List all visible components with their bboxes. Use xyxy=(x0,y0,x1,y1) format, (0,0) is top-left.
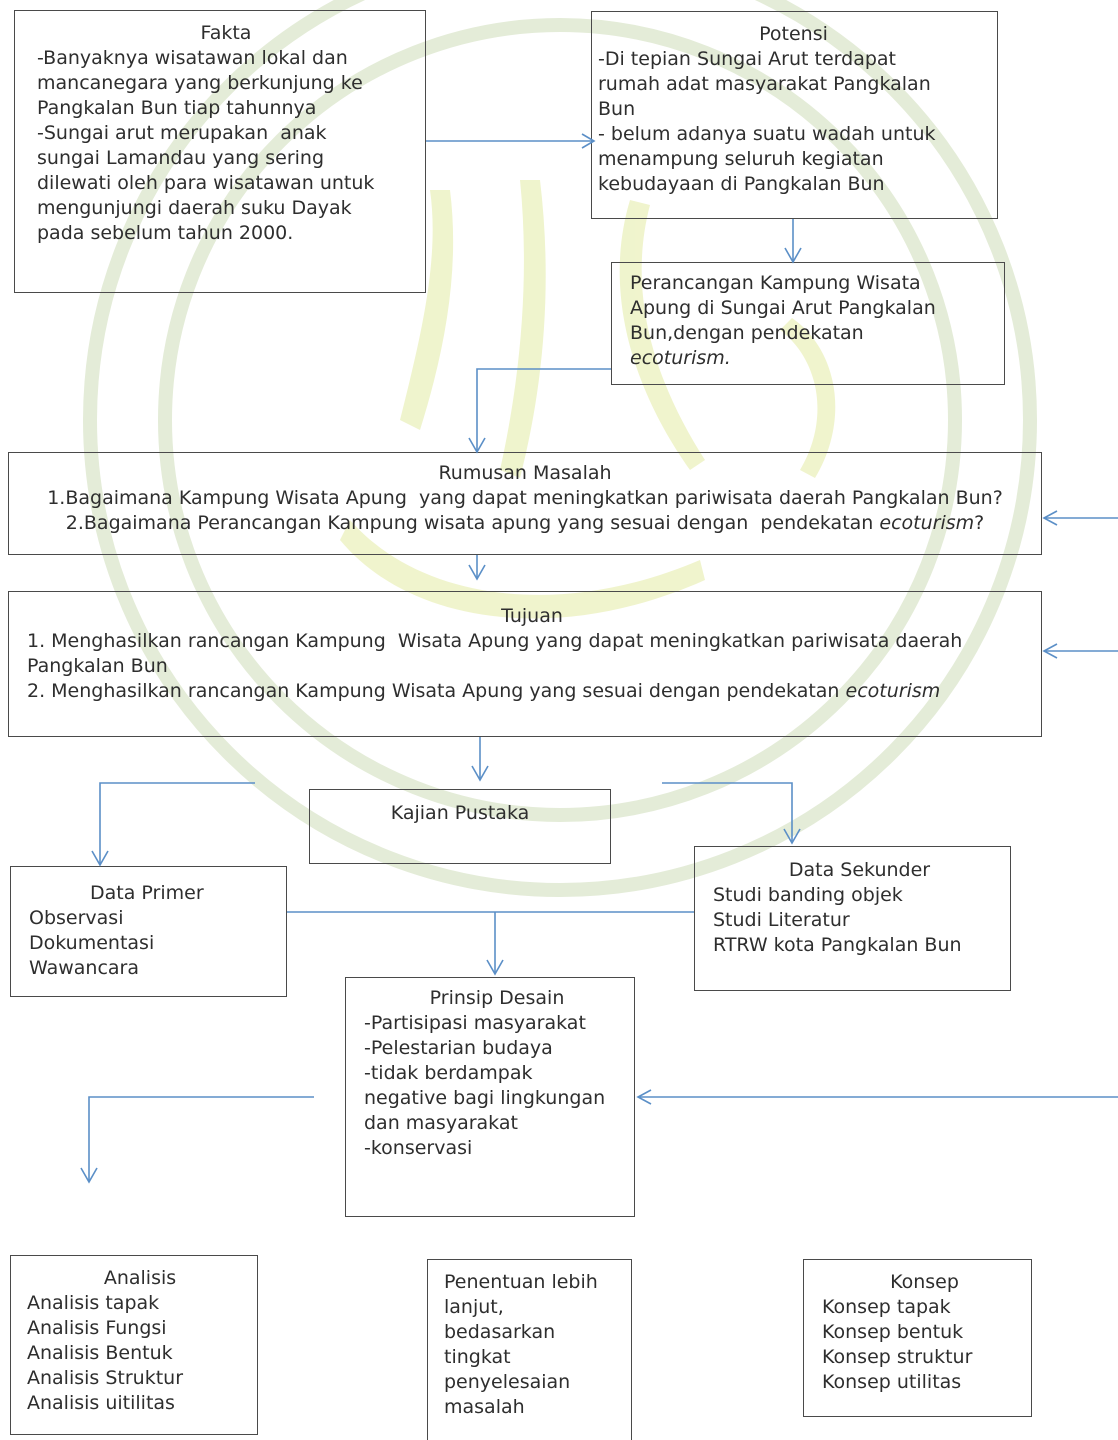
konsep-line: Konsep tapak xyxy=(822,1296,951,1318)
arrowhead xyxy=(91,850,109,867)
arrowhead xyxy=(783,828,801,845)
fakta-box: Fakta -Banyaknya wisatawan lokal dan man… xyxy=(14,10,426,293)
perancangan-line: Apung di Sungai Arut Pangkalan xyxy=(630,297,936,319)
prinsip-desain-line: -Pelestarian budaya xyxy=(364,1037,553,1059)
data-primer-line: Wawancara xyxy=(29,957,139,979)
penentuan-line: bedasarkan xyxy=(444,1321,556,1343)
potensi-line: Bun xyxy=(598,98,636,120)
konsep-box: Konsep Konsep tapak Konsep bentuk Konsep… xyxy=(803,1259,1032,1417)
analisis-title: Analisis xyxy=(103,1267,177,1289)
arrowhead xyxy=(1042,643,1058,659)
arrowhead xyxy=(1042,510,1058,526)
data-primer-title: Data Primer xyxy=(90,882,204,904)
fakta-title: Fakta xyxy=(200,22,252,44)
arrowhead xyxy=(486,959,504,976)
tujuan-line: 1. Menghasilkan rancangan Kampung Wisata… xyxy=(27,630,963,652)
rumusan-title: Rumusan Masalah xyxy=(438,462,612,484)
penentuan-box: Penentuan lebih lanjut, bedasarkan tingk… xyxy=(427,1259,632,1440)
potensi-line: -Di tepian Sungai Arut terdapat xyxy=(598,48,896,70)
fakta-line: -Banyaknya wisatawan lokal dan xyxy=(37,47,348,69)
rumusan-line2-italic: ecoturism xyxy=(879,512,975,534)
fakta-line: sungai Lamandau yang sering xyxy=(37,147,325,169)
fakta-line: pada sebelum tahun 2000. xyxy=(37,222,294,244)
konsep-line: Konsep bentuk xyxy=(822,1321,964,1343)
rumusan-line: 2.Bagaimana Perancangan Kampung wisata a… xyxy=(13,511,1037,536)
data-sekunder-line: RTRW kota Pangkalan Bun xyxy=(713,934,962,956)
data-primer-line: Dokumentasi xyxy=(29,932,155,954)
arrow-to-data-sekunder xyxy=(662,782,793,843)
analisis-box: Analisis Analisis tapak Analisis Fungsi … xyxy=(10,1255,258,1435)
kajian-box: Kajian Pustaka xyxy=(309,789,611,864)
konsep-line: Konsep struktur xyxy=(822,1346,973,1368)
konsep-line: Konsep utilitas xyxy=(822,1371,962,1393)
perancangan-italic: ecoturism. xyxy=(630,347,731,369)
analisis-line: Analisis Bentuk xyxy=(27,1342,173,1364)
data-primer-line: Observasi xyxy=(29,907,124,929)
perancangan-box: Perancangan Kampung Wisata Apung di Sung… xyxy=(611,262,1005,385)
perancangan-line: Bun,dengan pendekatan xyxy=(630,322,864,344)
arrowhead xyxy=(784,247,802,264)
fakta-line: mengunjungi daerah suku Dayak xyxy=(37,197,352,219)
fakta-line: dilewati oleh para wisatawan untuk xyxy=(37,172,375,194)
prinsip-desain-box: Prinsip Desain -Partisipasi masyarakat -… xyxy=(345,977,635,1217)
tujuan-line2-italic: ecoturism xyxy=(845,680,941,702)
arrowhead xyxy=(468,564,486,581)
prinsip-desain-line: negative bagi lingkungan xyxy=(364,1087,606,1109)
penentuan-line: lanjut, xyxy=(444,1296,504,1318)
fakta-line: Pangkalan Bun tiap tahunnya xyxy=(37,97,317,119)
potensi-box: Potensi -Di tepian Sungai Arut terdapat … xyxy=(591,11,998,219)
fakta-line: mancanegara yang berkunjung ke xyxy=(37,72,363,94)
konsep-title: Konsep xyxy=(890,1271,959,1293)
penentuan-line: tingkat xyxy=(444,1346,511,1368)
potensi-title: Potensi xyxy=(759,23,828,45)
rumusan-line2-end: ? xyxy=(974,512,985,534)
data-sekunder-line: Studi Literatur xyxy=(713,909,850,931)
tujuan-title: Tujuan xyxy=(501,605,563,627)
prinsip-desain-line: -Partisipasi masyarakat xyxy=(364,1012,586,1034)
kajian-title: Kajian Pustaka xyxy=(390,802,530,824)
data-sekunder-title: Data Sekunder xyxy=(788,859,931,881)
data-sekunder-line: Studi banding objek xyxy=(713,884,903,906)
arrowhead xyxy=(468,437,486,454)
tujuan-line: 2. Menghasilkan rancangan Kampung Wisata… xyxy=(27,679,1037,704)
arrow-perancangan-to-rumusan xyxy=(476,368,611,452)
arrowhead xyxy=(471,765,489,782)
prinsip-desain-line: -konservasi xyxy=(364,1137,473,1159)
analisis-line: Analisis uitilitas xyxy=(27,1392,175,1414)
potensi-line: rumah adat masyarakat Pangkalan xyxy=(598,73,931,95)
data-sekunder-box: Data Sekunder Studi banding objek Studi … xyxy=(694,846,1011,991)
potensi-line: kebudayaan di Pangkalan Bun xyxy=(598,173,885,195)
perancangan-line: Perancangan Kampung Wisata xyxy=(630,272,921,294)
tujuan-line2-text: 2. Menghasilkan rancangan Kampung Wisata… xyxy=(27,680,846,702)
rumusan-box: Rumusan Masalah 1.Bagaimana Kampung Wisa… xyxy=(8,452,1042,555)
fakta-line: -Sungai arut merupakan anak xyxy=(37,122,327,144)
analisis-line: Analisis Fungsi xyxy=(27,1317,167,1339)
perancangan-line: ecoturism. xyxy=(630,346,998,371)
penentuan-line: masalah xyxy=(444,1396,525,1418)
data-primer-box: Data Primer Observasi Dokumentasi Wawanc… xyxy=(10,866,287,997)
arrowhead xyxy=(80,1167,98,1184)
tujuan-line: Pangkalan Bun xyxy=(27,655,168,677)
arrowhead xyxy=(636,1089,652,1105)
penentuan-line: Penentuan lebih xyxy=(444,1271,598,1293)
penentuan-line: penyelesaian xyxy=(444,1371,571,1393)
tujuan-box: Tujuan 1. Menghasilkan rancangan Kampung… xyxy=(8,591,1042,737)
analisis-line: Analisis tapak xyxy=(27,1292,160,1314)
potensi-line: menampung seluruh kegiatan xyxy=(598,148,884,170)
rumusan-line: 1.Bagaimana Kampung Wisata Apung yang da… xyxy=(47,487,1003,509)
arrow-prinsip-to-analisis xyxy=(88,1096,314,1182)
prinsip-desain-line: -tidak berdampak xyxy=(364,1062,533,1084)
prinsip-desain-title: Prinsip Desain xyxy=(429,987,565,1009)
arrow-to-data-primer xyxy=(99,782,255,865)
rumusan-line2-text: 2.Bagaimana Perancangan Kampung wisata a… xyxy=(65,512,880,534)
potensi-line: - belum adanya suatu wadah untuk xyxy=(598,123,936,145)
analisis-line: Analisis Struktur xyxy=(27,1367,184,1389)
prinsip-desain-line: dan masyarakat xyxy=(364,1112,518,1134)
